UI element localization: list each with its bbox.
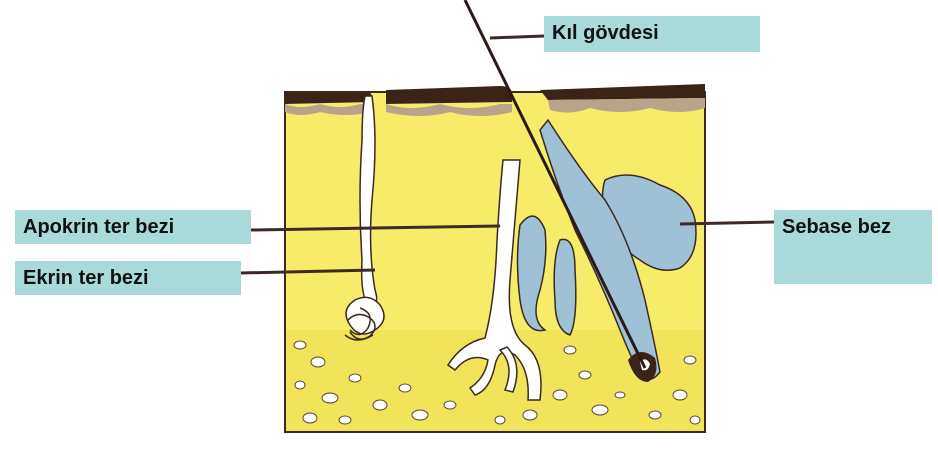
- leader-line-hair-shaft: [490, 36, 544, 38]
- leader-line-sebaceous: [680, 222, 774, 224]
- epidermis: [285, 92, 372, 105]
- label-hair-shaft: Kıl gövdesi: [544, 16, 760, 52]
- label-eccrine-gland: Ekrin ter bezi: [15, 261, 241, 295]
- label-apocrine-gland: Apokrin ter bezi: [15, 210, 251, 244]
- label-sebaceous-gland: Sebase bez: [774, 210, 932, 284]
